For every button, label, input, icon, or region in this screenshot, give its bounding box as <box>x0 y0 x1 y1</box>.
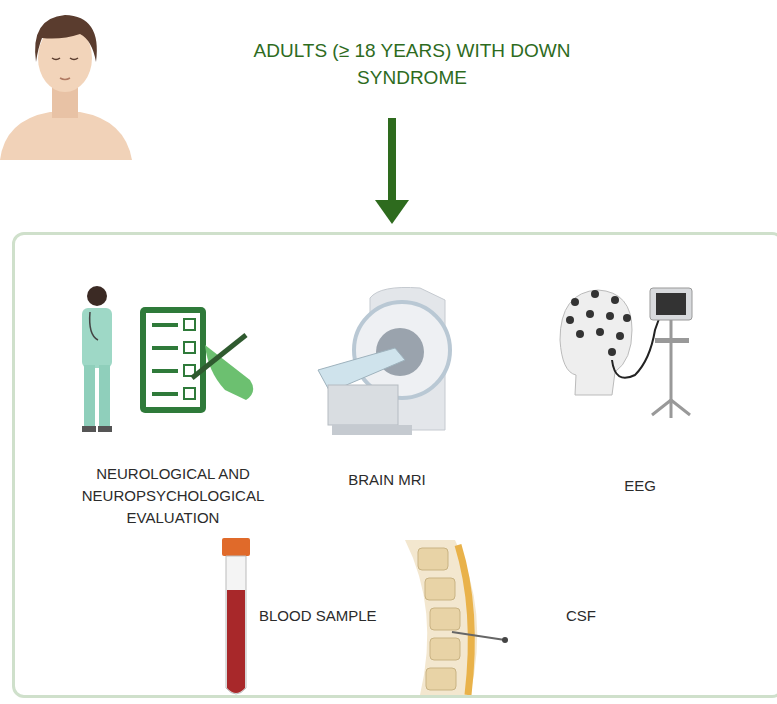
population-header: ADULTS (≥ 18 YEARS) WITH DOWN SYNDROME <box>212 38 612 96</box>
method-label: NEUROLOGICAL AND NEUROPSYCHOLOGICAL EVAL… <box>68 463 278 528</box>
method-label: BLOOD SAMPLE <box>259 605 419 627</box>
method-label: BRAIN MRI <box>317 469 457 491</box>
clinician-illustration <box>82 286 112 432</box>
assessment-panel: NEUROLOGICAL AND NEUROPSYCHOLOGICAL EVAL… <box>12 232 777 698</box>
method-label: CSF <box>566 605 646 627</box>
blood-tube-illustration <box>222 538 250 694</box>
checklist-illustration <box>140 307 253 413</box>
person-illustration <box>0 15 132 160</box>
mri-illustration <box>318 287 450 435</box>
eeg-illustration <box>560 288 692 418</box>
header-text: ADULTS (≥ 18 YEARS) WITH DOWN SYNDROME <box>212 38 612 91</box>
spine-illustration <box>405 540 508 695</box>
flow-arrow <box>375 118 409 224</box>
method-label: EEG <box>590 475 690 497</box>
